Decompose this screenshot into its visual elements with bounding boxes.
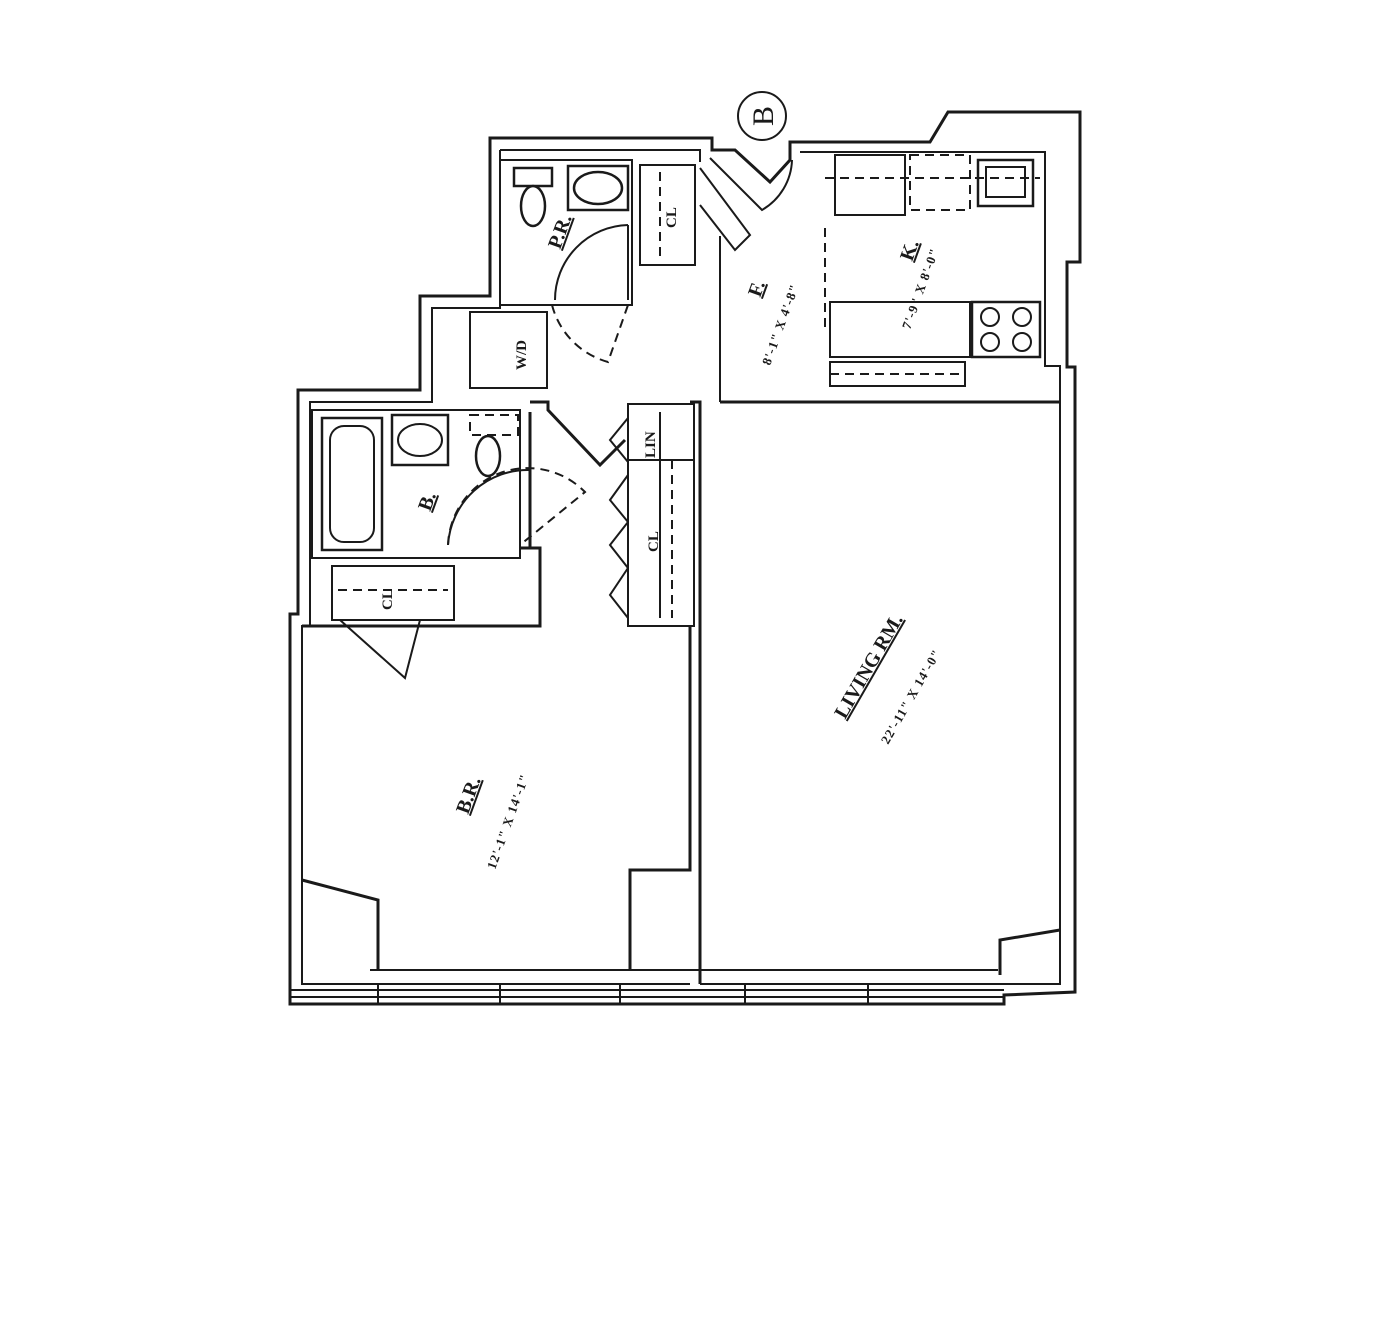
window-strip — [290, 969, 1004, 1004]
unit-badge: B — [737, 91, 787, 141]
pr-door-swing-lower — [551, 304, 629, 364]
linen-label: LIN — [643, 431, 659, 458]
refrigerator — [834, 154, 906, 216]
cooktop — [970, 300, 1042, 359]
bath-label: B. — [414, 489, 441, 514]
bedroom-label: B.R. — [452, 774, 486, 817]
bedroom-closet: CL — [331, 565, 455, 680]
exterior-wall — [288, 110, 1082, 1006]
washer-dryer: W/D — [469, 311, 548, 389]
unit-badge-letter: B — [747, 106, 780, 126]
exterior-wall-inner — [301, 149, 1061, 985]
kitchen: K. 7'-9" X 8'-0" — [824, 154, 1042, 387]
powder-room-label: P.R. — [544, 211, 577, 251]
living-room: LIVING RM. 22'-11" X 14'-0" — [830, 610, 944, 746]
linen-and-closet: LIN CL — [608, 403, 695, 627]
bedroom-window-jamb — [301, 878, 380, 970]
hall-closet-label: CL — [646, 531, 662, 552]
kitchen-label: K. — [896, 237, 924, 264]
foyer: F. 8'-1" X 4'-8" — [719, 236, 802, 402]
toilet-bowl — [519, 184, 547, 228]
powder-door-swing — [554, 224, 629, 301]
bedroom-closet-door — [339, 619, 421, 680]
toilet-tank — [512, 166, 554, 188]
closet-door — [699, 167, 752, 252]
hall-wall — [530, 400, 627, 468]
bath-toilet — [474, 434, 502, 478]
counter — [829, 301, 971, 358]
sink-basin — [572, 170, 624, 206]
living-window-jamb — [998, 928, 1061, 975]
washer-dryer-label: W/D — [514, 340, 530, 370]
foyer-closet: CL — [639, 164, 752, 266]
bathroom: B. — [311, 409, 587, 559]
bathtub — [320, 416, 384, 552]
bedroom-partition — [302, 546, 542, 628]
bath-door-swing — [447, 467, 587, 546]
entry-door — [709, 157, 793, 212]
bedroom: B.R. 12'-1" X 14'-1" — [452, 772, 532, 871]
living-bedroom-wall — [628, 400, 702, 984]
foyer-closet-label: CL — [664, 207, 680, 228]
powder-room: P.R. — [499, 159, 633, 306]
bath-sink-counter — [390, 413, 450, 467]
foyer-label: F. — [744, 278, 770, 300]
bedroom-dims: 12'-1" X 14'-1" — [484, 772, 532, 871]
living-room-dims: 22'-11" X 14'-0" — [878, 646, 944, 746]
bedroom-closet-label: CL — [380, 589, 396, 610]
